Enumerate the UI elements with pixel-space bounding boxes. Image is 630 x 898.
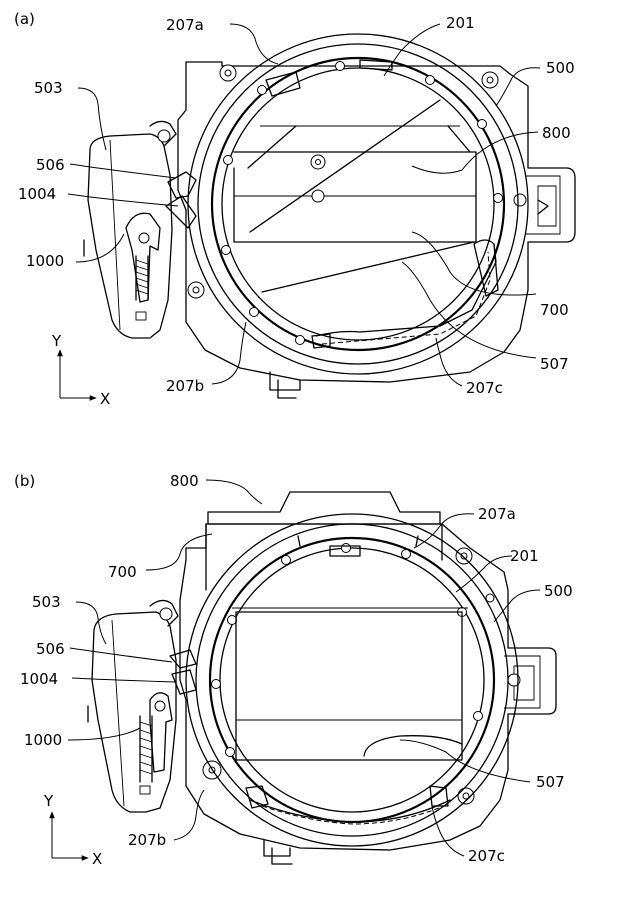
label-500-b: 500 [544, 582, 573, 600]
label-1000-b: 1000 [24, 731, 62, 749]
label-700-b: 700 [108, 563, 137, 581]
label-207b-b: 207b [128, 831, 166, 849]
x-axis-label-a: X [100, 390, 110, 408]
label-201-b: 201 [510, 547, 539, 565]
shaft-507 [311, 243, 497, 349]
label-507: 507 [540, 355, 569, 373]
label-503-b: 503 [32, 593, 61, 611]
label-700: 700 [540, 301, 569, 319]
label-1004: 1004 [18, 185, 56, 203]
sensor-window [232, 607, 468, 761]
leader-lines-a [67, 23, 541, 387]
mirror-box [233, 99, 499, 297]
label-800: 800 [542, 124, 571, 142]
label-506: 506 [36, 156, 65, 174]
label-506-b: 506 [36, 640, 65, 658]
label-207b: 207b [166, 377, 204, 395]
claw-506-1004-b [169, 649, 197, 695]
panel-a: (a) [14, 10, 576, 408]
spring-lever-1000-b [139, 692, 173, 795]
label-1000: 1000 [26, 252, 64, 270]
panel-b-tag: (b) [14, 472, 35, 490]
y-axis-label-a: Y [51, 332, 62, 350]
mount-ring [187, 33, 529, 375]
label-207c-b: 207c [468, 847, 505, 865]
label-207a-b: 207a [478, 505, 516, 523]
camera-body-outline [177, 61, 576, 399]
y-axis-label-b: Y [43, 792, 54, 810]
spring-lever-1000 [125, 212, 161, 321]
axes-a: Y X [51, 332, 110, 408]
shaft-507-b [245, 785, 451, 825]
reference-labels-a: 207a 201 503 500 800 506 1004 1000 700 5… [18, 14, 575, 397]
mount-ring-b [185, 513, 519, 847]
grip-503 [83, 120, 177, 339]
grip-503-b [87, 599, 179, 813]
label-507-b: 507 [536, 773, 565, 791]
axes-b: Y X [43, 792, 102, 868]
leader-lines-b [67, 479, 541, 857]
label-500: 500 [546, 59, 575, 77]
label-207c: 207c [466, 379, 503, 397]
x-axis-label-b: X [92, 850, 102, 868]
label-503: 503 [34, 79, 63, 97]
label-800-b: 800 [170, 472, 199, 490]
reference-labels-b: 800 207a 700 201 503 500 506 1004 1000 5… [20, 472, 573, 865]
label-1004-b: 1004 [20, 670, 58, 688]
panel-a-tag: (a) [14, 10, 35, 28]
label-207a: 207a [166, 16, 204, 34]
panel-b: (b) [14, 472, 573, 868]
label-201: 201 [446, 14, 475, 32]
claw-506-1004 [165, 171, 197, 229]
